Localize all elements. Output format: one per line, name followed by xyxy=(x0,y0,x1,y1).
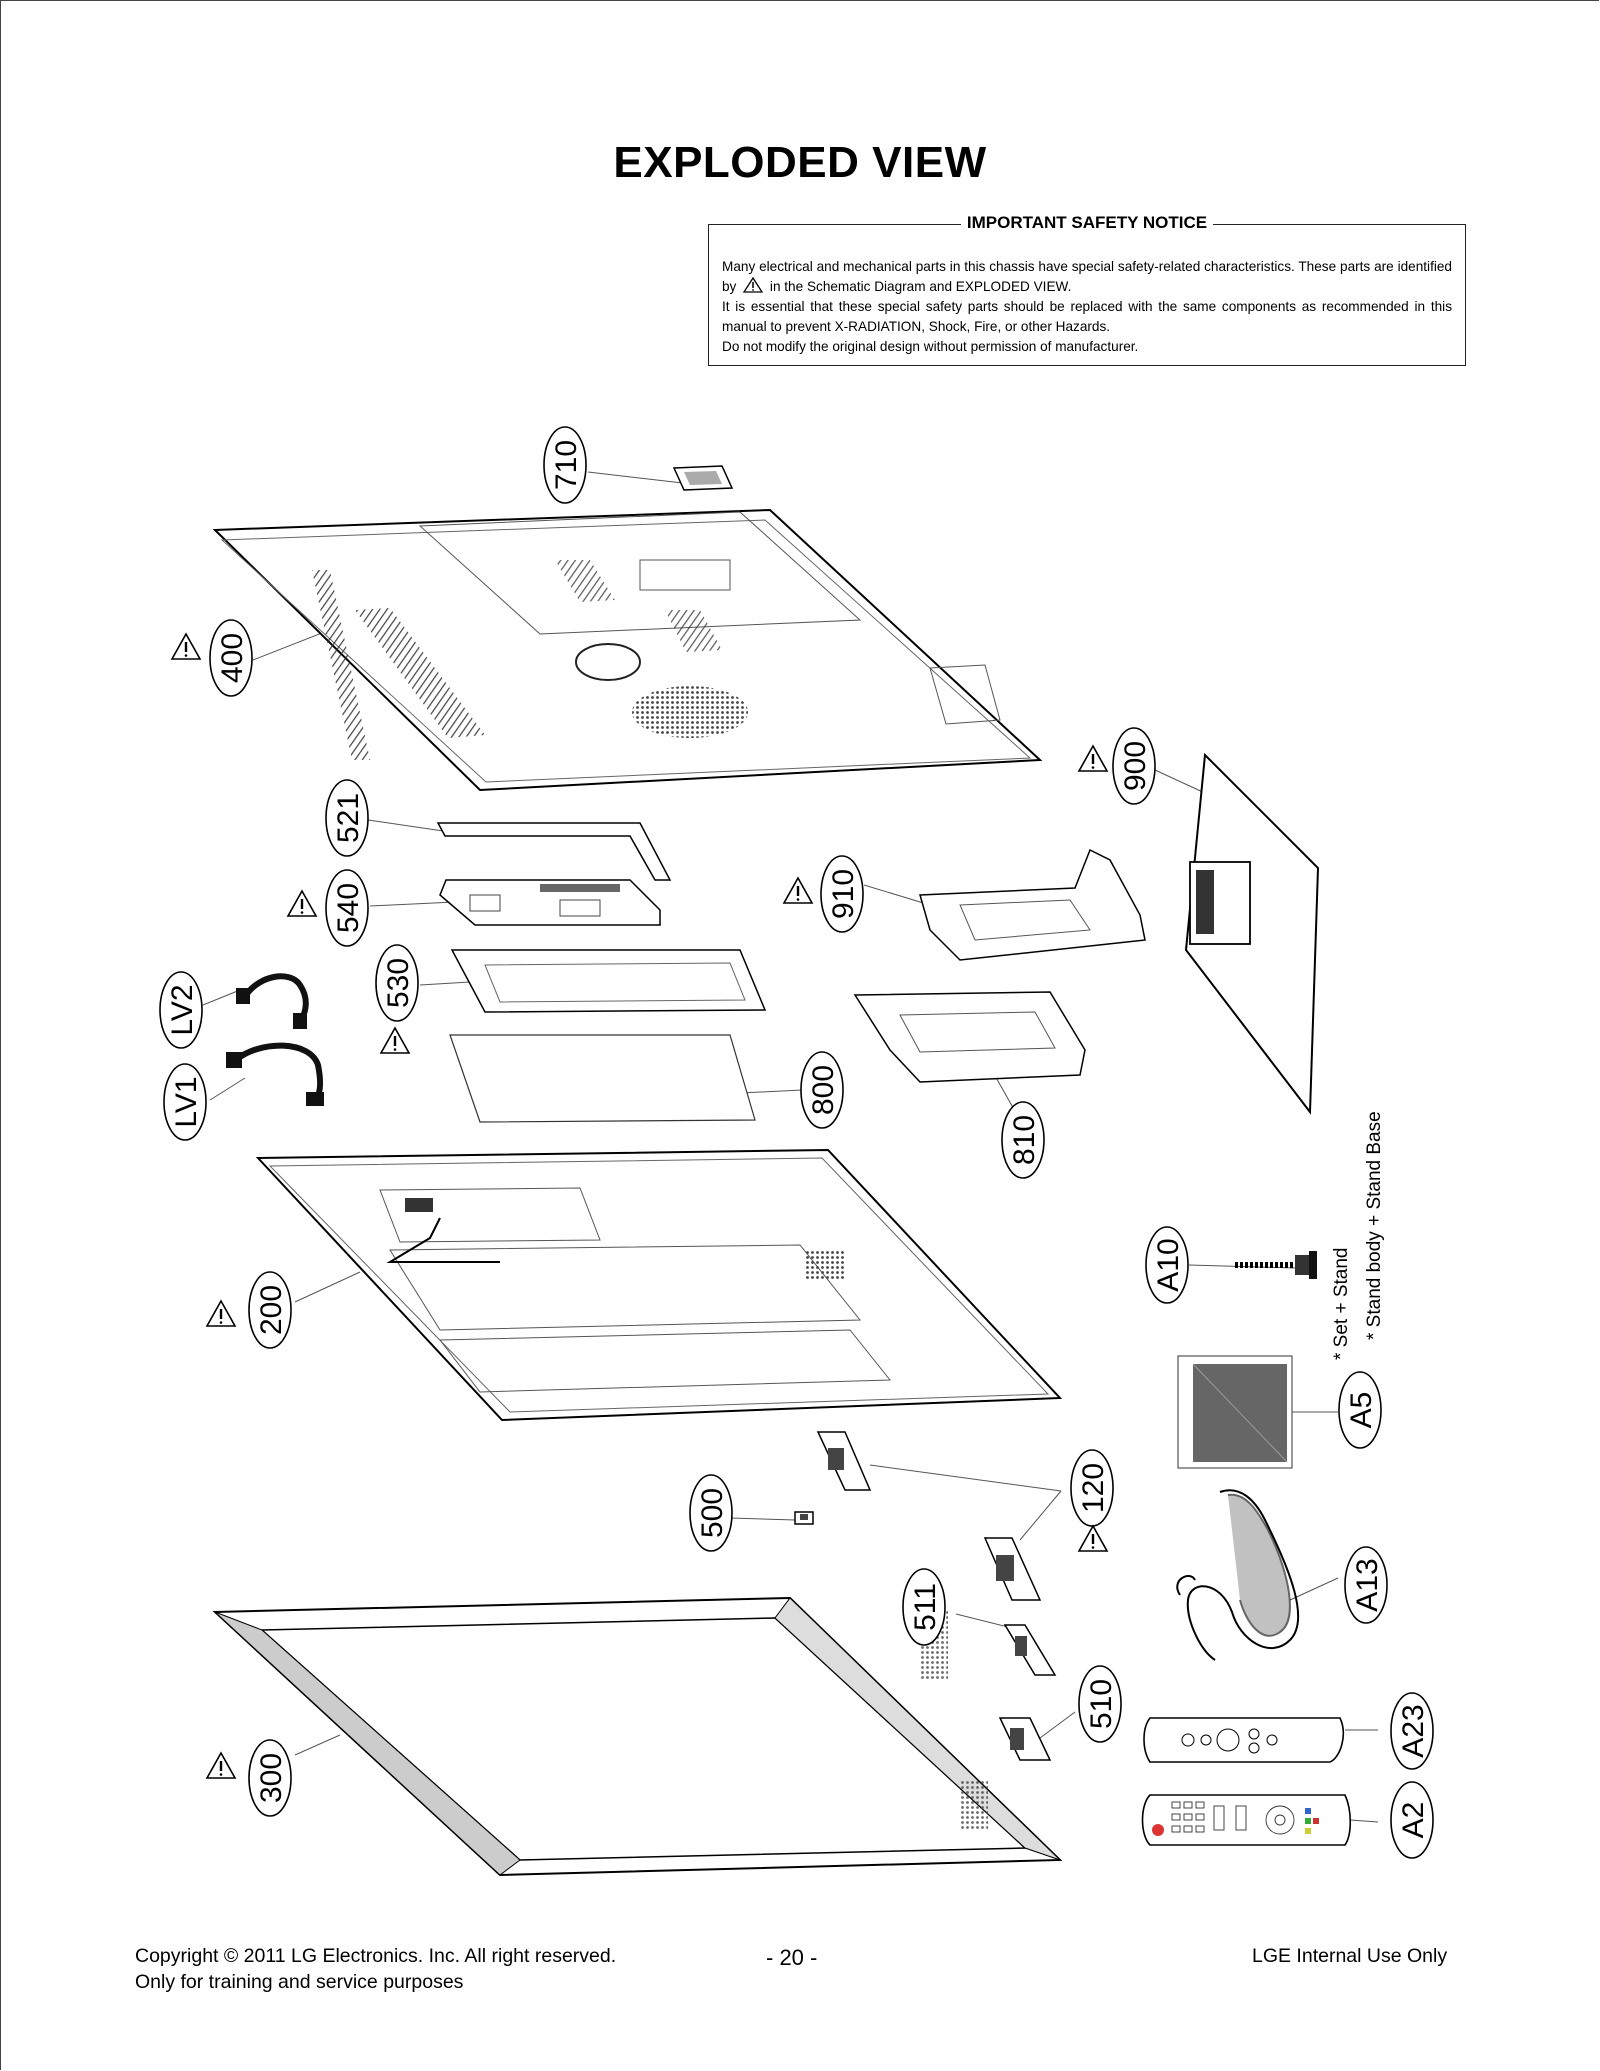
warning-triangle-icon xyxy=(1077,1524,1109,1553)
callout-120: 120 xyxy=(1070,1449,1114,1527)
bracket-710 xyxy=(672,465,734,491)
callout-lv1: LV1 xyxy=(163,1063,207,1141)
callout-300-label: 300 xyxy=(255,1753,288,1803)
glasses-a13 xyxy=(1176,1489,1300,1661)
page-title: EXPLODED VIEW xyxy=(613,138,987,187)
callout-530-label: 530 xyxy=(382,958,415,1008)
callout-510-label: 510 xyxy=(1085,1679,1118,1729)
callout-lv2: LV2 xyxy=(159,971,203,1049)
main-board-540 xyxy=(439,879,661,926)
callout-a5-label: A5 xyxy=(1345,1392,1378,1429)
callout-120-label: 120 xyxy=(1077,1463,1110,1513)
footer-copyright-line1: Copyright © 2011 LG Electronics. Inc. Al… xyxy=(135,1945,617,1967)
warning-triangle-icon xyxy=(379,1026,411,1055)
stand-body-910 xyxy=(919,848,1146,961)
callout-500-label: 500 xyxy=(696,1488,729,1538)
bracket-810 xyxy=(853,991,1086,1083)
stand-base-900 xyxy=(1184,752,1320,1115)
board-120-b xyxy=(983,1537,1042,1601)
callout-a23-label: A23 xyxy=(1397,1704,1430,1757)
callout-400-label: 400 xyxy=(216,633,249,683)
callout-200: 200 xyxy=(248,1271,292,1349)
callout-lv2-label: LV2 xyxy=(166,984,199,1035)
callout-200-label: 200 xyxy=(255,1285,288,1335)
footer-internal-use: LGE Internal Use Only xyxy=(1252,1945,1448,1967)
safety-notice-line1: Many electrical and mechanical parts in … xyxy=(722,257,1452,297)
safety-notice-box: IMPORTANT SAFETY NOTICE Many electrical … xyxy=(708,213,1466,366)
footer-page-number: - 20 - xyxy=(766,1945,818,1970)
remote-a23 xyxy=(1143,1717,1345,1763)
frame-200 xyxy=(255,1148,1063,1422)
callout-810-label: 810 xyxy=(1008,1115,1041,1165)
footer-copyright-line2: Only for training and service purposes xyxy=(135,1971,464,1993)
side-note-set-stand: * Set + Stand xyxy=(1331,1248,1352,1361)
callout-710: 710 xyxy=(543,426,587,504)
callout-a5: A5 xyxy=(1338,1371,1382,1449)
board-511 xyxy=(1003,1624,1057,1676)
callout-400: 400 xyxy=(209,619,253,697)
callout-900: 900 xyxy=(1112,727,1156,805)
sheet-800 xyxy=(449,1034,756,1123)
callout-lv1-label: LV1 xyxy=(170,1076,203,1127)
cable-lv2 xyxy=(236,973,309,1029)
safety-notice-body: Many electrical and mechanical parts in … xyxy=(722,257,1452,357)
warning-triangle-icon xyxy=(286,889,318,918)
callout-500: 500 xyxy=(689,1474,733,1552)
callout-521-label: 521 xyxy=(332,793,365,843)
part-500 xyxy=(794,1511,814,1525)
board-120-a xyxy=(816,1431,872,1491)
callout-800-label: 800 xyxy=(807,1065,840,1115)
callout-540-label: 540 xyxy=(332,883,365,933)
callout-810: 810 xyxy=(1001,1101,1045,1179)
safety-notice-line3: Do not modify the original design withou… xyxy=(722,339,1139,354)
warning-triangle-icon xyxy=(170,632,202,661)
warning-triangle-icon xyxy=(1077,744,1109,773)
callout-530: 530 xyxy=(375,944,419,1022)
callout-511: 511 xyxy=(902,1568,946,1646)
callout-a13-label: A13 xyxy=(1351,1558,1384,1611)
board-521 xyxy=(436,822,672,881)
footer-copyright: Copyright © 2011 LG Electronics. Inc. Al… xyxy=(135,1943,616,1995)
callout-a23: A23 xyxy=(1390,1692,1434,1770)
callout-a10: A10 xyxy=(1145,1226,1189,1304)
callout-800: 800 xyxy=(800,1051,844,1129)
cloth-a5 xyxy=(1177,1355,1293,1469)
remote-a2 xyxy=(1141,1794,1352,1846)
front-bezel-300 xyxy=(212,1596,1063,1877)
callout-540: 540 xyxy=(325,869,369,947)
screw-a10 xyxy=(1235,1251,1317,1279)
safety-notice-line1-b: in the Schematic Diagram and EXPLODED VI… xyxy=(769,279,1072,294)
safety-notice-heading-wrap: IMPORTANT SAFETY NOTICE xyxy=(709,213,1465,233)
callout-a10-label: A10 xyxy=(1152,1238,1185,1291)
safety-notice-line2: It is essential that these special safet… xyxy=(722,299,1452,334)
callout-a2: A2 xyxy=(1390,1781,1434,1859)
safety-notice-heading: IMPORTANT SAFETY NOTICE xyxy=(960,213,1214,232)
panel-530 xyxy=(450,949,767,1013)
callout-a13: A13 xyxy=(1344,1546,1388,1624)
callout-910-label: 910 xyxy=(827,869,860,919)
back-cover-400 xyxy=(212,508,1043,792)
warning-triangle-icon xyxy=(742,276,764,293)
side-note-stand-body: * Stand body + Stand Base xyxy=(1364,1111,1385,1340)
callout-300: 300 xyxy=(248,1739,292,1817)
callout-910: 910 xyxy=(820,855,864,933)
board-510 xyxy=(998,1717,1052,1761)
warning-triangle-icon xyxy=(205,1299,237,1328)
callout-a2-label: A2 xyxy=(1397,1802,1430,1839)
callout-521: 521 xyxy=(325,779,369,857)
warning-triangle-icon xyxy=(205,1751,237,1780)
callout-511-label: 511 xyxy=(909,1583,942,1631)
callout-710-label: 710 xyxy=(550,440,583,490)
callout-510: 510 xyxy=(1078,1665,1122,1743)
safety-notice-line1-a: Many electrical and mechanical parts in … xyxy=(722,259,1452,294)
callout-900-label: 900 xyxy=(1119,741,1152,791)
cable-lv1 xyxy=(226,1042,324,1106)
warning-triangle-icon xyxy=(782,876,814,905)
